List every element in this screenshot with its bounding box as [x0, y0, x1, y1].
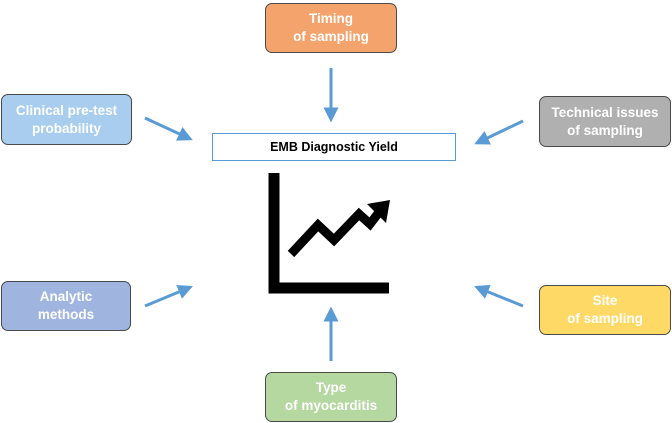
factor-clinical: Clinical pre-test probability — [1, 94, 132, 145]
factor-type-label: Type of myocarditis — [284, 380, 378, 413]
factor-technical: Technical issues of sampling — [539, 96, 671, 147]
factor-technical-label: Technical issues of sampling — [551, 104, 659, 138]
factor-analytic: Analytic methods — [1, 281, 131, 331]
center-box: EMB Diagnostic Yield — [212, 133, 456, 161]
arrow-analytic-to-center — [144, 284, 193, 308]
factor-analytic-label: Analytic methods — [37, 289, 95, 322]
trending-up-chart-icon — [268, 173, 390, 294]
factor-type: Type of myocarditis — [265, 372, 397, 422]
factor-site: Site of sampling — [539, 285, 671, 335]
arrow-clinical-to-center — [144, 116, 193, 141]
factor-timing: Timing of sampling — [265, 3, 397, 53]
factor-site-label: Site of sampling — [567, 293, 643, 326]
arrow-technical-to-center — [474, 119, 524, 145]
center-title: EMB Diagnostic Yield — [270, 140, 398, 154]
arrow-site-to-center — [474, 284, 524, 308]
factor-clinical-label: Clinical pre-test probability — [15, 102, 118, 136]
factor-timing-label: Timing of sampling — [293, 11, 369, 44]
